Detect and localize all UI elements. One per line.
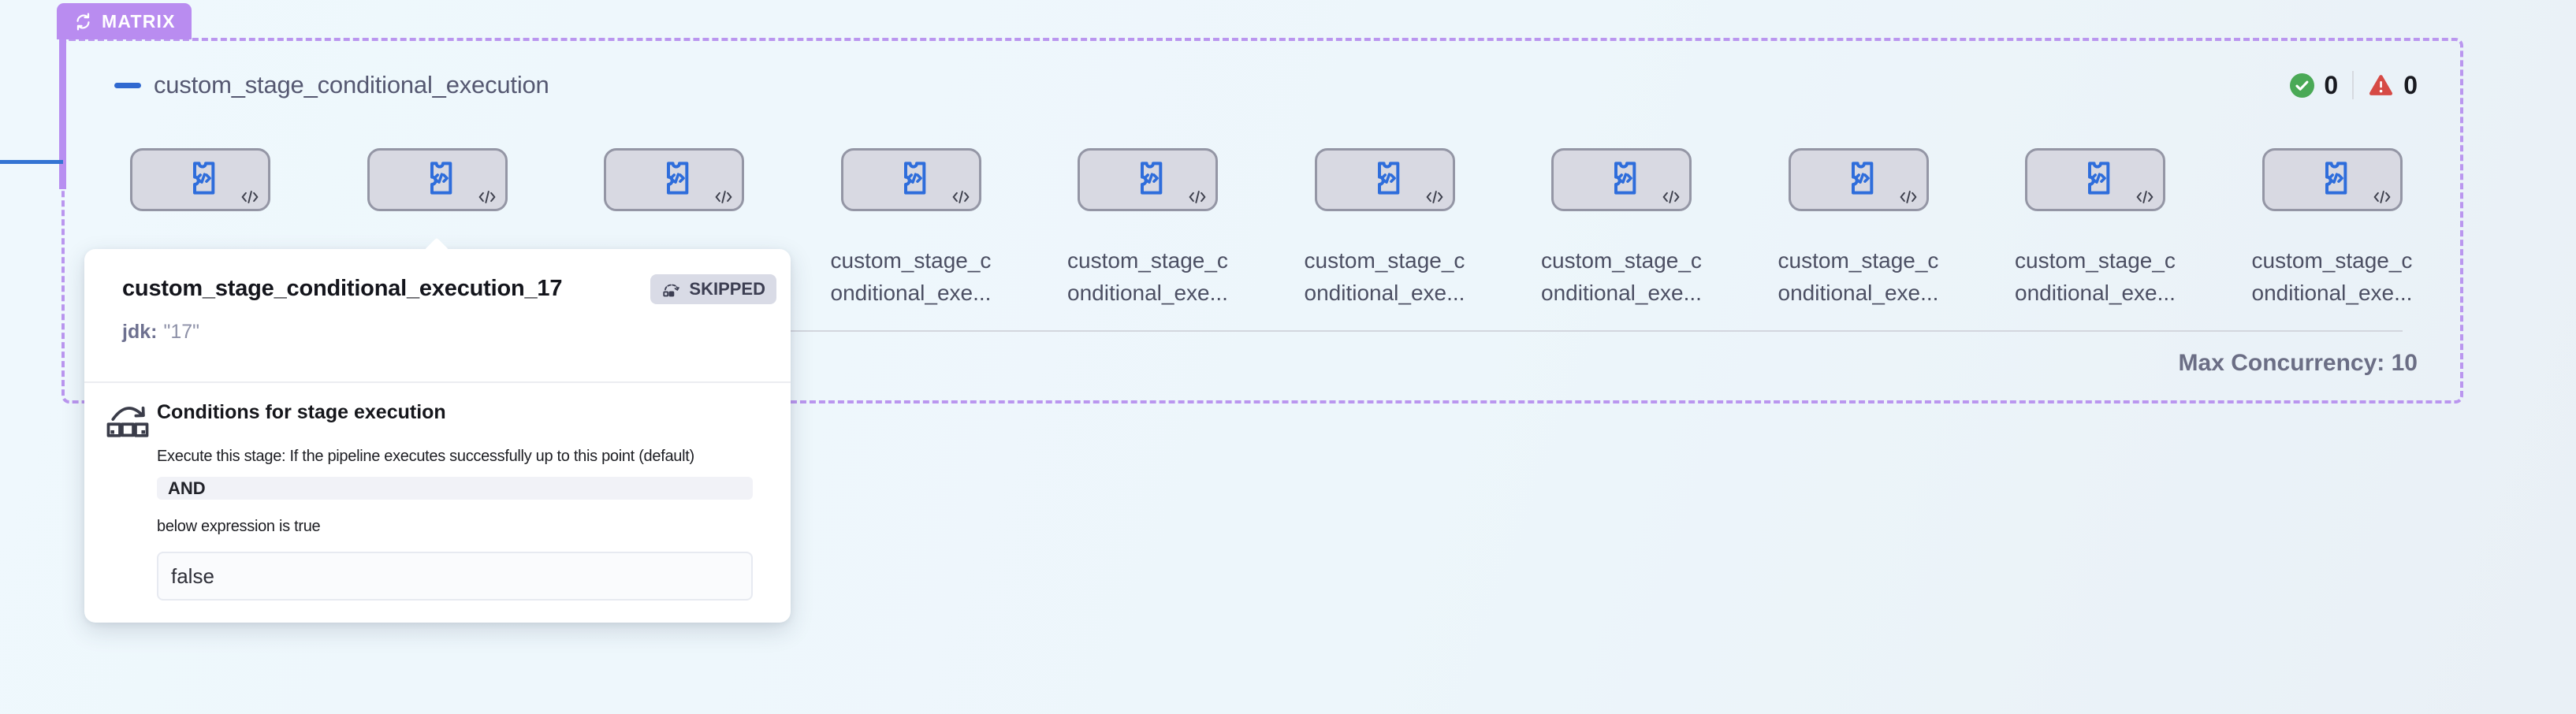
collapse-button[interactable] (114, 78, 141, 93)
custom-stage-icon (1614, 162, 1636, 195)
stage-label: custom_stage_c onditional_exe... (1026, 244, 1270, 309)
matrix-footer-divider (88, 330, 2403, 332)
stage-card[interactable] (130, 148, 270, 211)
stage-item: custom_stage_c onditional_exe... (1778, 148, 1938, 305)
tooltip-divider (84, 381, 791, 383)
stage-item: custom_stage_c onditional_exe... (357, 148, 517, 305)
conditions-section: Conditions for stage execution Execute t… (106, 397, 753, 601)
stage-label-line1: custom_stage_c (830, 248, 992, 273)
warning-triangle-icon (2369, 74, 2393, 95)
param-key: jdk: (122, 321, 158, 343)
stage-param: jdk:"17" (122, 320, 753, 344)
stage-label: custom_stage_c onditional_exe... (1973, 244, 2217, 309)
max-concurrency-label: Max Concurrency: 10 (2178, 350, 2418, 376)
loop-icon (76, 12, 90, 31)
code-brackets-icon (478, 191, 495, 203)
minus-icon (114, 82, 141, 88)
tooltip-stage-title: custom_stage_conditional_execution_17 (122, 276, 563, 301)
custom-stage-icon (2325, 162, 2347, 195)
expression-hint: below expression is true (157, 518, 321, 535)
custom-stage-icon (667, 162, 689, 195)
custom-stage-icon (430, 162, 452, 195)
custom-stage-icon (903, 162, 925, 195)
skip-icon (663, 284, 680, 297)
stage-label-line2: onditional_exe... (1067, 281, 1228, 305)
stage-label-line2: onditional_exe... (2015, 281, 2176, 305)
stage-label-line2: onditional_exe... (1541, 281, 1702, 305)
stage-row: custom_stage_c onditional_exe... custom_… (120, 148, 2412, 305)
pipeline-connector-line (0, 160, 63, 164)
custom-stage-icon (193, 162, 215, 195)
operator-label: AND (168, 478, 206, 498)
code-brackets-icon (1426, 191, 1442, 203)
param-value: "17" (163, 321, 200, 343)
code-brackets-icon (1189, 191, 1206, 203)
stage-label: custom_stage_c onditional_exe... (1263, 244, 1507, 309)
tooltip-title-row: custom_stage_conditional_execution_17 SK… (122, 274, 776, 304)
status-badge-label: SKIPPED (689, 279, 765, 299)
stage-tooltip: custom_stage_conditional_execution_17 SK… (84, 237, 791, 623)
code-brackets-icon (241, 191, 259, 203)
failed-count: 0 (2403, 70, 2418, 99)
stage-card[interactable] (840, 148, 981, 211)
stage-label-line1: custom_stage_c (2015, 248, 2176, 273)
stage-card[interactable] (2261, 148, 2403, 211)
stage-card[interactable] (1551, 148, 1692, 211)
custom-stage-icon (1851, 162, 1873, 195)
stage-label-line1: custom_stage_c (1067, 248, 1228, 273)
matrix-group-border (61, 38, 2463, 403)
code-brackets-icon (952, 191, 969, 203)
stage-label: custom_stage_c onditional_exe... (789, 244, 1033, 309)
stage-item: custom_stage_c onditional_exe... (2015, 148, 2176, 305)
stage-label-line2: onditional_exe... (830, 281, 992, 305)
stage-label-line2: onditional_exe... (1778, 281, 1939, 305)
matrix-badge: MATRIX (57, 3, 192, 39)
stage-label-line2: onditional_exe... (2251, 281, 2413, 305)
expression-input: false (157, 552, 753, 601)
stage-label-line1: custom_stage_c (1778, 248, 1939, 273)
conditions-heading: Conditions for stage execution (157, 401, 446, 423)
stage-item: custom_stage_c onditional_exe... (2252, 148, 2412, 305)
stage-card[interactable] (1078, 148, 1218, 211)
stage-card[interactable] (1788, 148, 1929, 211)
stage-label-line1: custom_stage_c (2251, 248, 2413, 273)
custom-stage-icon (1141, 162, 1163, 195)
code-brackets-icon (1662, 191, 1680, 203)
stage-label-line1: custom_stage_c (1304, 248, 1465, 273)
stage-label-line1: custom_stage_c (1541, 248, 1702, 273)
stage-label: custom_stage_c onditional_exe... (1737, 244, 1981, 309)
status-badge: SKIPPED (650, 274, 776, 304)
operator-pill: AND (157, 477, 753, 500)
conditional-execution-icon (106, 406, 149, 437)
counts-divider (2352, 71, 2355, 99)
stage-item: custom_stage_c onditional_exe... (831, 148, 991, 305)
matrix-badge-label: MATRIX (102, 10, 176, 32)
code-brackets-icon (1900, 191, 1916, 203)
stage-label-line2: onditional_exe... (1304, 281, 1465, 305)
code-brackets-icon (2136, 191, 2153, 203)
stage-item: custom_stage_c onditional_exe... (120, 148, 281, 305)
stage-item: custom_stage_c onditional_exe... (594, 148, 754, 305)
stage-item: custom_stage_c onditional_exe... (1305, 148, 1465, 305)
expression-value: false (171, 563, 214, 588)
success-count: 0 (2324, 70, 2339, 99)
stage-card[interactable] (1314, 148, 1455, 211)
conditions-description: Execute this stage: If the pipeline exec… (157, 448, 694, 465)
matrix-header: custom_stage_conditional_execution (114, 68, 549, 102)
stage-card[interactable] (604, 148, 744, 211)
matrix-title: custom_stage_conditional_execution (154, 71, 549, 99)
stage-label: custom_stage_c onditional_exe... (2210, 244, 2455, 309)
stage-label: custom_stage_c onditional_exe... (1499, 244, 1744, 309)
stage-item: custom_stage_c onditional_exe... (1067, 148, 1228, 305)
status-counts: 0 0 (2290, 68, 2418, 102)
custom-stage-icon (1377, 162, 1399, 195)
code-brackets-icon (2373, 191, 2390, 203)
stage-item: custom_stage_c onditional_exe... (1541, 148, 1702, 305)
check-circle-icon (2290, 73, 2315, 98)
custom-stage-icon (2088, 162, 2110, 195)
stage-card[interactable] (2025, 148, 2165, 211)
matrix-border-accent (59, 38, 66, 189)
stage-card[interactable] (367, 148, 508, 211)
code-brackets-icon (715, 191, 732, 203)
